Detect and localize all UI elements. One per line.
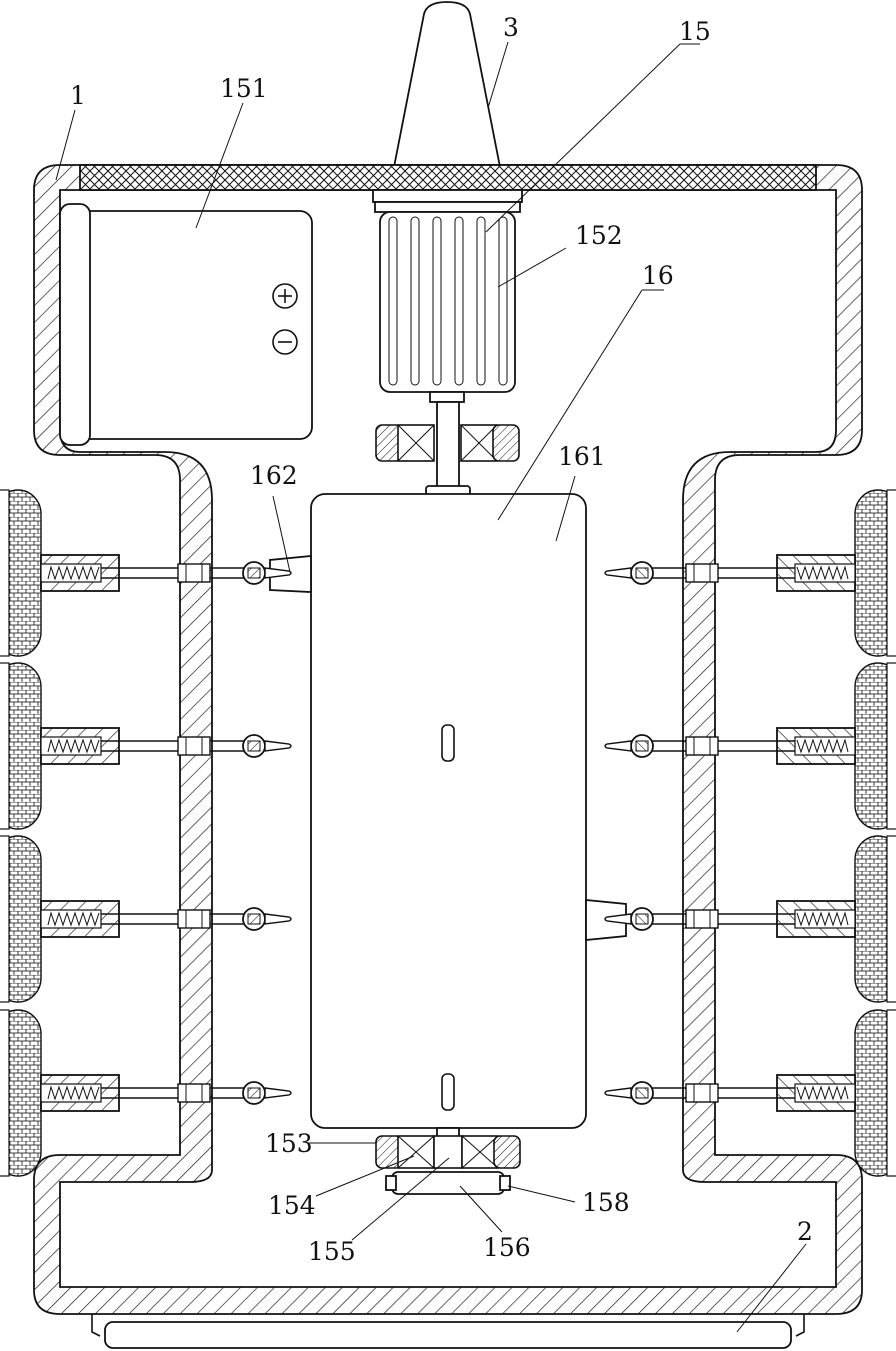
label-bearing-154: 154 xyxy=(268,1191,316,1220)
pin-assembly-right-2 xyxy=(605,663,896,829)
label-cone: 3 xyxy=(503,13,519,42)
pin-assembly-left-3 xyxy=(0,836,291,1002)
label-battery: 151 xyxy=(220,74,268,103)
pin-assembly-left-4 xyxy=(0,1010,291,1176)
pin-assembly-right-1 xyxy=(605,490,896,656)
label-bearing-153: 153 xyxy=(265,1129,313,1158)
label-nozzle: 162 xyxy=(250,461,298,490)
cone xyxy=(394,2,500,167)
battery xyxy=(60,204,312,445)
drum xyxy=(270,494,626,1128)
label-clip-158: 158 xyxy=(582,1188,630,1217)
pin-assembly-right-3 xyxy=(605,836,896,1002)
base-plate xyxy=(92,1314,804,1348)
label-drum: 161 xyxy=(558,442,606,471)
pin-assembly-left-2 xyxy=(0,663,291,829)
pin-assembly-right-4 xyxy=(605,1010,896,1176)
label-wheel-156: 156 xyxy=(483,1233,531,1262)
label-housing: 1 xyxy=(70,81,86,110)
label-motor: 152 xyxy=(575,221,623,250)
lower-bearing xyxy=(376,1128,520,1194)
motor xyxy=(373,190,522,495)
pin-assembly-left-1 xyxy=(0,490,291,656)
label-mechanism: 15 xyxy=(679,17,711,46)
top-mesh-plate xyxy=(80,165,816,190)
label-base: 2 xyxy=(797,1217,813,1246)
label-column: 16 xyxy=(642,261,674,290)
label-shaft-155: 155 xyxy=(308,1237,356,1266)
